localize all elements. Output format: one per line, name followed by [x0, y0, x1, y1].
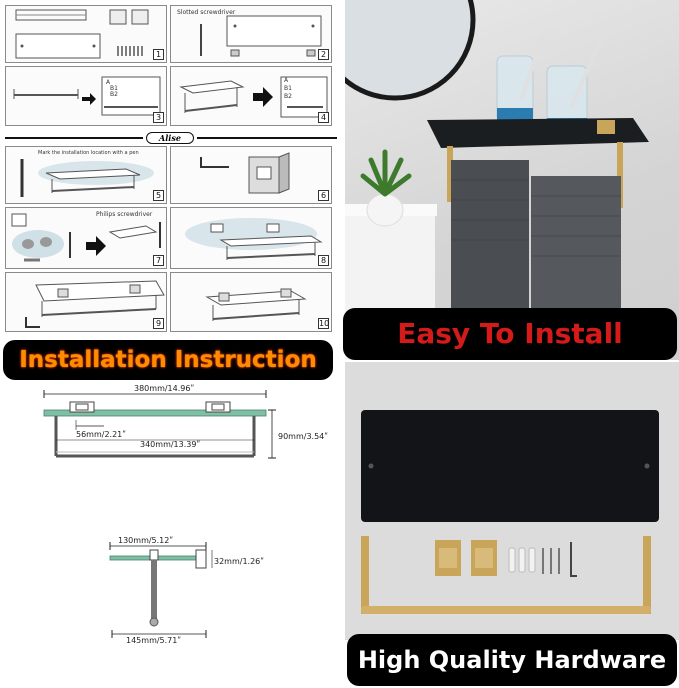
anchor-screw-illustration: [11, 213, 161, 262]
dim-bracket-width: 56mm/2.21ʺ: [76, 430, 126, 439]
step-number: 4: [318, 112, 329, 123]
high-quality-hardware-banner: High Quality Hardware: [347, 634, 677, 686]
dim-bar-depth: 145mm/5.71ʺ: [126, 636, 182, 645]
label-b1: B1: [110, 85, 118, 92]
finished-shelf-illustration: [205, 288, 307, 321]
step-number: 5: [153, 190, 164, 201]
towel-bar-illustration: [13, 76, 161, 116]
step-number: 3: [153, 112, 164, 123]
label-a: A: [106, 79, 111, 86]
label-b2: B2: [110, 91, 118, 98]
step-caption: Slotted screwdriver: [177, 9, 236, 16]
step-panel-5: Mark the installation location with a pe…: [5, 146, 167, 204]
dim-bracket-height: 32mm/1.26ʺ: [214, 557, 264, 566]
brand-logo: Alise: [146, 132, 194, 144]
step-number: 7: [153, 255, 164, 266]
step-panel-9: 9: [5, 272, 167, 332]
glass-insert-illustration: [25, 280, 165, 328]
brand-divider: Alise: [5, 132, 337, 144]
dim-bar-length: 340mm/13.39ʺ: [140, 440, 201, 449]
step-number: 1: [153, 49, 164, 60]
step-panel-4: A B1 B2 4: [170, 66, 332, 126]
dim-depth: 130mm/5.12ʺ: [118, 536, 174, 545]
step-caption: Philips screwdriver: [96, 211, 153, 218]
glass-panel-illustration: [200, 15, 322, 57]
step-panel-10: 10: [170, 272, 332, 332]
label-b1: B1: [284, 85, 292, 92]
parts-illustration: [15, 9, 149, 59]
step-number: 2: [318, 49, 329, 60]
label-a: A: [284, 77, 289, 84]
product-photo-hardware: [345, 362, 679, 640]
dim-total-length: 380mm/14.96ʺ: [134, 384, 195, 393]
step-number: 6: [318, 190, 329, 201]
front-view-drawing: [43, 390, 276, 459]
mounting-illustration: [185, 218, 323, 260]
step-caption: Mark the installation location with a pe…: [38, 150, 139, 156]
shelf-assembly-illustration: [179, 76, 328, 118]
easy-to-install-banner: Easy To Install: [343, 308, 677, 360]
product-photo-installed: [345, 0, 679, 360]
bathroom-scene: [345, 0, 649, 360]
step-number: 8: [318, 255, 329, 266]
step-panel-7: Philips screwdriver 7: [5, 207, 167, 269]
drilling-illustration: [200, 152, 290, 194]
step-number: 9: [153, 318, 164, 329]
dimension-diagram-side: 130mm/5.12ʺ 32mm/1.26ʺ 145mm/5.71ʺ: [0, 530, 340, 650]
dimension-diagram-front: 380mm/14.96ʺ 56mm/2.21ʺ 340mm/13.39ʺ 90m…: [0, 380, 340, 490]
side-view-drawing: [109, 542, 213, 638]
step-panel-6: 6: [170, 146, 332, 204]
label-b2: B2: [284, 93, 292, 100]
step-panel-2: Slotted screwdriver 2: [170, 5, 332, 63]
marking-illustration: [20, 159, 154, 197]
step-panel-8: 8: [170, 207, 332, 269]
installation-instruction-banner: Installation Instruction: [3, 340, 333, 380]
dim-height: 90mm/3.54ʺ: [278, 432, 328, 441]
hardware-layout: [361, 410, 659, 614]
step-panel-3: A B1 B2 3: [5, 66, 167, 126]
step-panel-1: 1: [5, 5, 167, 63]
step-number: 10: [318, 318, 330, 329]
